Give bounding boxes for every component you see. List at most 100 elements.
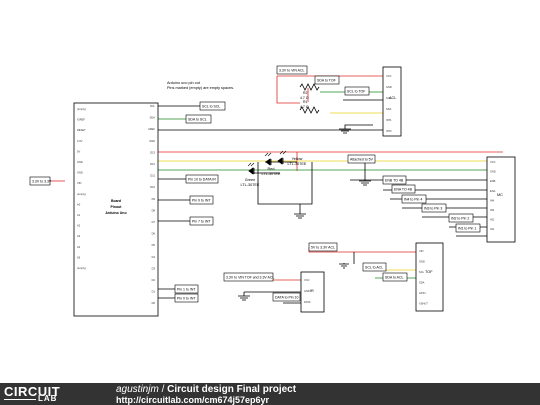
pin-label: ENA [490,189,496,193]
svg-text:SCL to TOF: SCL to TOF [347,90,365,94]
svg-text:ENA TO 4B: ENA TO 4B [394,188,413,192]
pin-label: SDA [419,281,425,285]
label-box[interactable]: IN2 to Pin 2 [448,213,474,223]
svg-text:3.3V to 3.3V: 3.3V to 3.3V [32,180,52,184]
svg-text:IN1 to Pin 1: IN1 to Pin 1 [458,227,476,231]
led-red[interactable]: Red LTL-307EE [262,152,281,176]
pin-label: 3.3V [77,139,83,143]
svg-text:Pin 7 to INT: Pin 7 to INT [192,220,211,224]
pin-label: AREF [148,127,155,131]
label-box[interactable]: IN3 to Pin 3 [421,203,447,213]
label-box[interactable]: Pin 0 to INT [174,293,199,303]
svg-text:Pin 0 to INT: Pin 0 to INT [177,297,196,301]
pin-label: SCL [150,104,156,108]
pin-label: SDA [386,107,392,111]
resistor-r2-name: R2 [303,91,308,95]
pin-label: DATA [304,300,311,304]
svg-text:SDA to ACL: SDA to ACL [385,276,404,280]
led-yellow[interactable]: Yellow LTL-307EE [277,150,307,166]
label-box[interactable]: ENB TO 4B [382,175,407,185]
ground-icon [359,180,371,186]
pin-label: VIN [77,181,81,185]
label-box[interactable]: Pin 10 to DATA IR [185,174,219,184]
pin-label: D7 [152,220,156,224]
pin-label: GND [386,85,392,89]
label-box[interactable]: ENA TO 4B [391,184,416,194]
pin-label: XSHUT [419,302,428,306]
label-box[interactable]: SDA to TOF [314,75,340,85]
pin-label: A3 [77,234,81,238]
svg-text:SDA to TOF: SDA to TOF [317,79,336,83]
label-box[interactable]: DATA to Pin 10 [272,292,301,302]
label-box[interactable]: Pin 1 to INT [174,284,199,294]
svg-text:SDA to SCL: SDA to SCL [188,118,207,122]
project-name-link[interactable]: Circuit design Final project [167,384,297,395]
led-yellow-part: LTL-307EE [288,162,307,166]
pin-label: VIN [419,249,423,253]
label-box[interactable]: 3.3V to 3.3V [29,176,52,186]
pin-label: SCL [419,270,425,274]
title-separator: / [158,384,168,395]
label-box[interactable]: Pin 9 to INT [189,195,214,205]
svg-text:Pin 1 to INT: Pin 1 to INT [177,288,196,292]
label-box[interactable]: SCL to TOF [344,86,370,96]
label-box[interactable]: SDA to SCL [185,114,212,124]
label-box[interactable]: 3.3V to VIN ACL [276,65,308,75]
pin-label: ENB [490,179,496,183]
pin-label: GPIO [419,291,426,295]
pin-label: INT1 [386,118,392,122]
resistor-r1[interactable]: R1 4.7 Ω [299,100,320,114]
pin-label: A5 [77,255,81,259]
pin-label: IN2 [490,218,495,222]
pin-label: GND [490,170,496,174]
svg-text:ENB TO 4B: ENB TO 4B [385,179,404,183]
project-url-link[interactable]: http://circuitlab.com/cm674j57ep6yr [116,395,270,405]
led-red-part: LTL-307EE [262,172,281,176]
pin-label: D3 [152,266,156,270]
project-title: agustinjm / Circuit design Final project [116,384,296,395]
label-box[interactable]: 3.3V to VIN TOF and 3.3V ACL [223,272,274,282]
ground-icon [294,213,306,219]
pin-label: A2 [77,224,81,228]
pin-label: D9 [152,197,156,201]
led-green[interactable]: Green LTL-307EE [241,162,260,187]
author-link[interactable]: agustinjm [116,384,159,395]
label-box[interactable]: IN1 to Pin 1 [455,223,481,233]
ground-icons [238,128,371,301]
pin-label: VCC [490,160,496,164]
resistor-r1-name: R1 [303,100,308,104]
circuitlab-logo[interactable]: CIRCUIT LAB [4,384,90,403]
svg-text:SCL to ACL: SCL to ACL [365,266,383,270]
pin-label: GND [419,260,425,264]
pin-label: D8 [152,208,156,212]
svg-text:Pin 10 to DATA IR: Pin 10 to DATA IR [188,178,216,182]
logo-top-text: CIRCUIT [4,384,61,399]
label-box[interactable]: SDA to ACL [382,272,408,282]
label-box[interactable]: Pin 7 to INT [189,216,214,226]
led-green-label: Green [245,178,256,182]
pin-label: D1 [152,290,156,294]
pin-label: D0 [152,301,156,305]
label-box[interactable]: IN4 to Pin 4 [401,194,427,204]
pin-label: VCC [304,278,310,282]
label-box[interactable]: SCL to ACL [362,262,387,272]
pin-label: D13 [150,150,155,154]
pin-label: D6 [152,232,156,236]
label-box[interactable]: Attached to 5V [347,154,376,164]
arduino-board[interactable]: Board Pinout Arduino Uno (empty)IOREFRES… [73,102,159,317]
resistor-r2[interactable]: R2 4.7 Ω [299,83,320,100]
svg-text:3.3V to VIN ACL: 3.3V to VIN ACL [279,69,305,73]
board-name-line1: Board [111,199,121,203]
label-box[interactable]: SCL to SCL [199,101,226,111]
label-box[interactable]: 5V to 3.3V ACL [308,242,338,252]
arduino-right-pins: SCLSDAAREFGNDD13D12D11D10D9D8D7D6D5D4D3D… [148,104,155,305]
pin-label: INT2 [386,129,392,133]
pin-label: (empty) [77,266,86,270]
ground-icon [238,292,250,301]
